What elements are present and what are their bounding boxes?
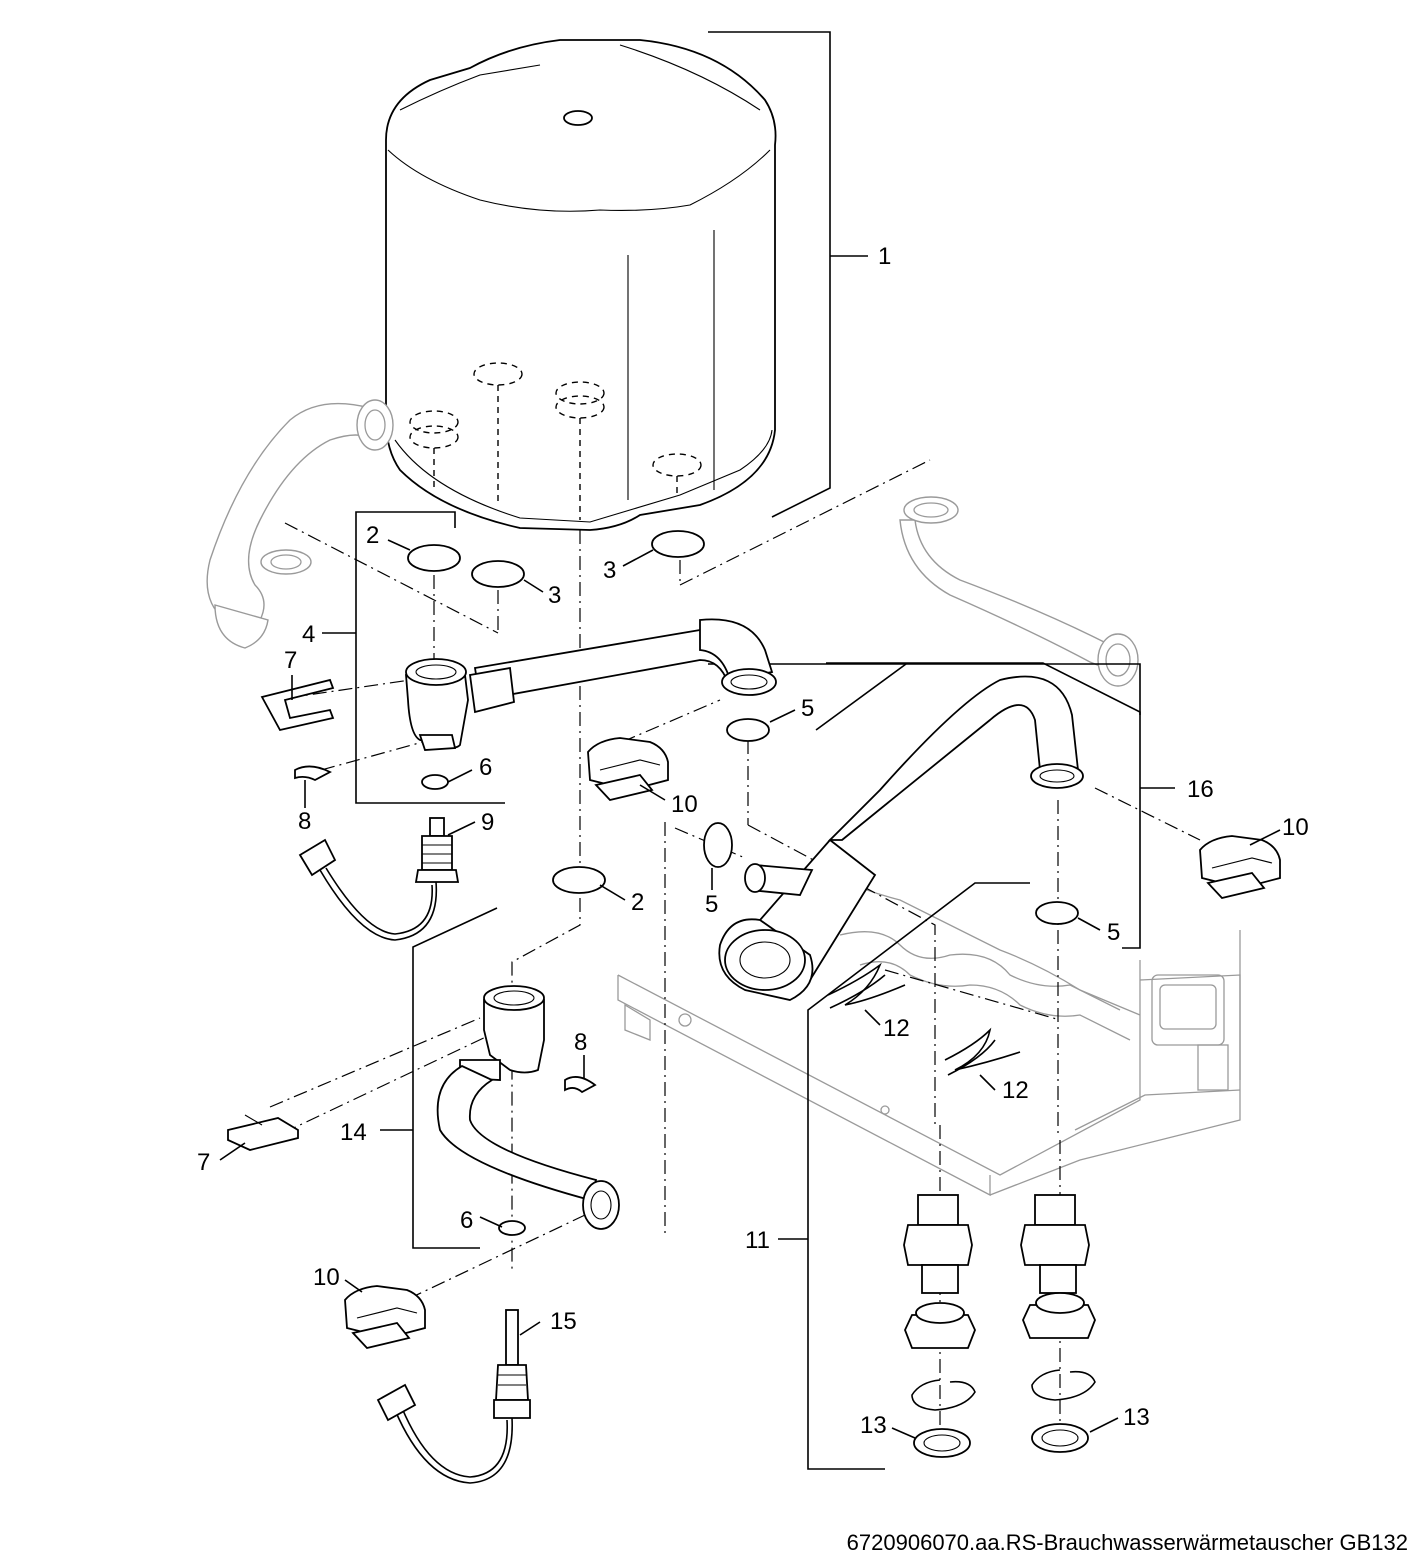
temperature-sensor-15 (376, 1309, 531, 1484)
callout-4: 4 (302, 621, 315, 648)
callout-16: 16 (1187, 776, 1214, 803)
callout-8-lower: 8 (574, 1029, 587, 1056)
bracket-lines (322, 31, 1175, 1470)
callout-9: 9 (481, 809, 494, 836)
clamp-10-lower (344, 1285, 426, 1349)
spring-clip-8-upper (294, 765, 332, 782)
callout-12-upper: 12 (883, 1015, 910, 1042)
fitting-left (903, 1194, 976, 1458)
background-pipe-left (206, 399, 394, 649)
callout-3-right: 3 (603, 557, 616, 584)
callout-13-right: 13 (1123, 1404, 1150, 1431)
temperature-sensor-9 (298, 817, 460, 941)
lower-connection-pipe-14 (436, 985, 620, 1230)
upper-connection-pipe (405, 618, 777, 751)
callout-5-right: 5 (1107, 919, 1120, 946)
callout-10-lower: 10 (313, 1264, 340, 1291)
hot-water-pipe-16 (718, 675, 1084, 1001)
callout-11: 11 (745, 1227, 770, 1254)
callout-6-lower: 6 (460, 1207, 473, 1234)
assembly-lines (269, 459, 1201, 1450)
clamp-10-right (1199, 835, 1281, 899)
drawing-reference-caption: 6720906070.aa.RS-Brauchwasserwärmetausch… (846, 1530, 1408, 1555)
callout-1: 1 (878, 243, 891, 270)
spring-clip-12-upper (827, 962, 906, 1009)
o-rings (407, 530, 1079, 1236)
callout-13-left: 13 (860, 1412, 887, 1439)
callout-14: 14 (340, 1119, 367, 1146)
spring-clip-8-lower (564, 1076, 597, 1094)
callout-8-upper: 8 (298, 808, 311, 835)
callout-2-upper: 2 (366, 522, 379, 549)
callout-5-middle: 5 (705, 891, 718, 918)
clip-7-upper (260, 678, 335, 732)
heat-exchanger-tank (385, 39, 777, 531)
callout-12-lower: 12 (1002, 1077, 1029, 1104)
callout-2-lower: 2 (631, 889, 644, 916)
callout-labels: 1 2 3 3 4 7 5 6 16 10 8 9 10 2 5 5 12 8 … (197, 243, 1309, 1439)
callout-10-right: 10 (1282, 814, 1309, 841)
callout-5-top: 5 (801, 695, 814, 722)
callout-6-upper: 6 (479, 754, 492, 781)
callout-7-lower: 7 (197, 1149, 210, 1176)
callout-7-upper: 7 (284, 647, 297, 674)
spring-clip-12-lower (944, 1027, 1021, 1076)
callout-10-middle: 10 (671, 791, 698, 818)
background-pipe-right (899, 496, 1139, 687)
fitting-right (1020, 1194, 1096, 1453)
clip-7-lower (227, 1114, 299, 1151)
callout-15: 15 (550, 1308, 577, 1335)
mounting-frame (617, 869, 1241, 1197)
clamp-10-middle (587, 737, 669, 801)
leader-lines (219, 539, 1281, 1439)
callout-3-left: 3 (548, 582, 561, 609)
